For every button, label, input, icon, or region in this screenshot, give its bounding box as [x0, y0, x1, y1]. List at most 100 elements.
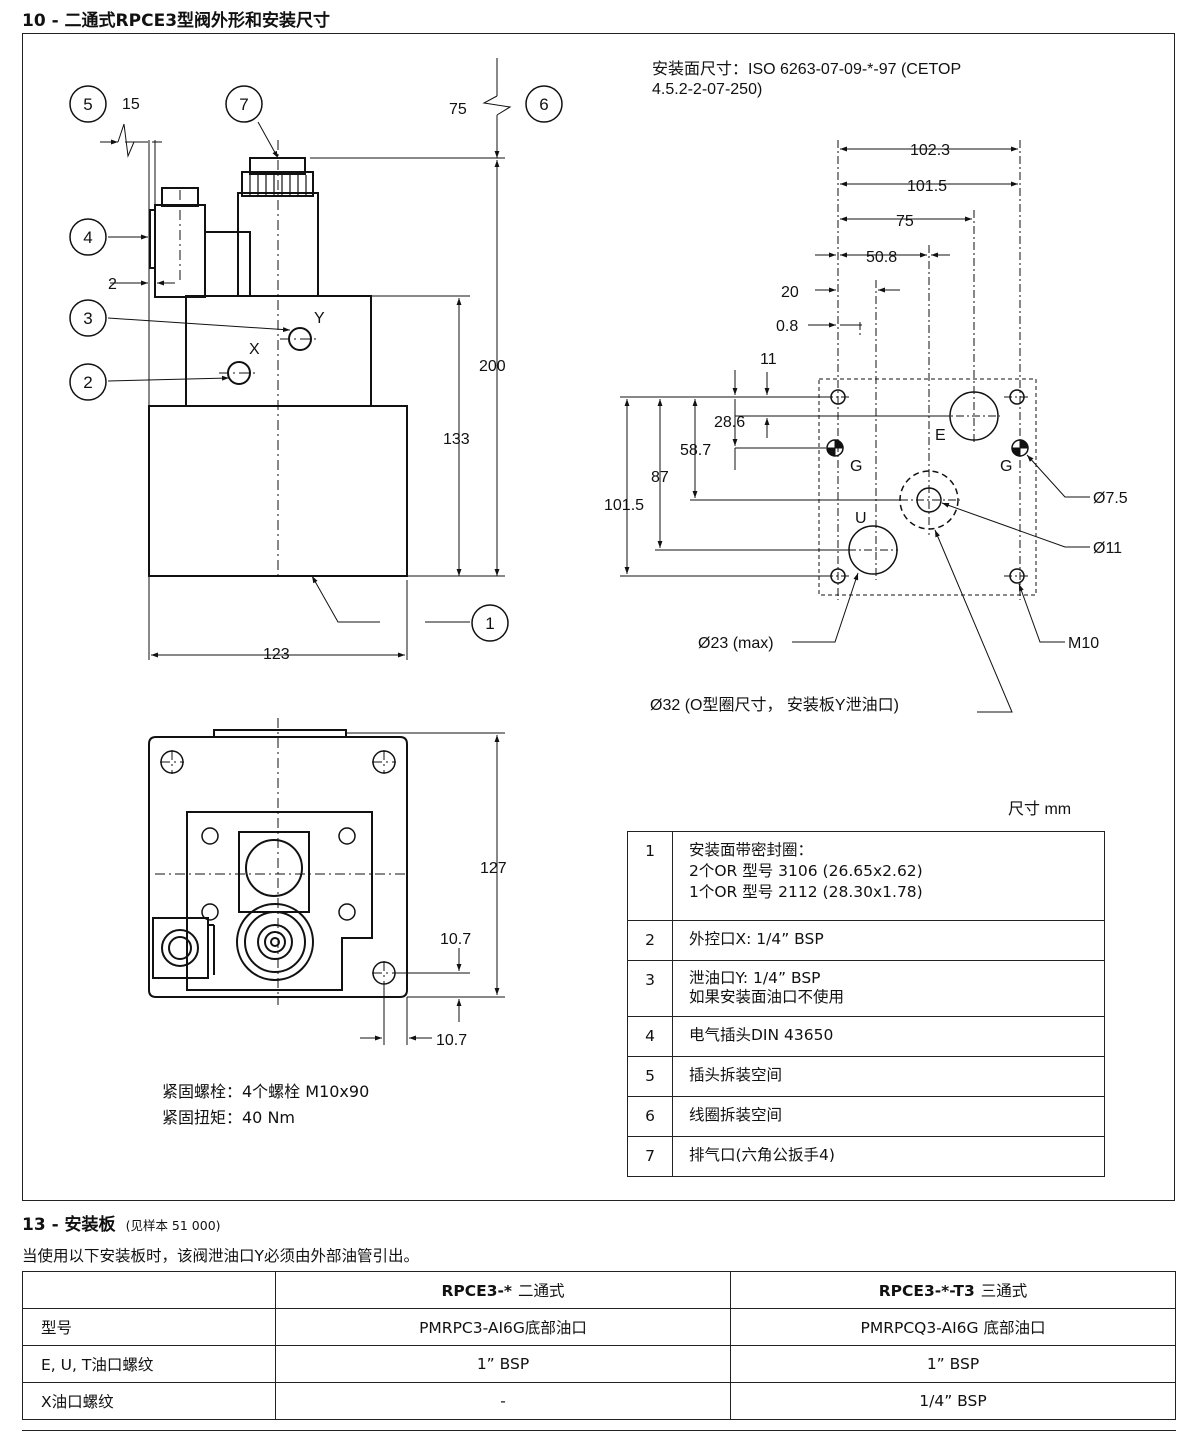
- side-view: [69, 58, 563, 660]
- dim-200: 200: [479, 358, 506, 375]
- callout-4-label: 4: [83, 228, 92, 247]
- table-row: X油口螺纹 - 1/4” BSP: [22, 1382, 1176, 1420]
- callout-5-label: 5: [83, 95, 92, 114]
- legend-row: 5 插头拆装空间: [627, 1056, 1105, 1097]
- row-label: E, U, T油口螺纹: [22, 1345, 276, 1383]
- dimension-drawings: 5 7 6 4 3 2 1 15 75 2 200 133 123 X Y: [69, 58, 1128, 1049]
- table-cell: PMRPCQ3-AI6G 底部油口: [730, 1308, 1176, 1346]
- table-header-row: RPCE3-* 二通式 RPCE3-*-T3 三通式: [22, 1271, 1176, 1309]
- dim-dia-7-5: Ø7.5: [1093, 490, 1128, 507]
- surface-spec-line1: 安装面尺寸：ISO 6263-07-09-*-97 (CETOP: [652, 60, 961, 78]
- bottom-rule: [22, 1430, 1176, 1431]
- label-port-e: E: [935, 427, 946, 444]
- callout-7-label: 7: [239, 95, 248, 114]
- legend-line: 外控口X: 1/4” BSP: [689, 930, 824, 948]
- dim-102-3: 102.3: [910, 142, 950, 159]
- legend-line: 1个OR 型号 2112 (28.30x1.78): [689, 883, 923, 901]
- legend-number: 7: [627, 1136, 673, 1177]
- section-10-title: 10 - 二通式RPCE3型阀外形和安装尺寸: [22, 11, 331, 31]
- column-code: RPCE3-*: [441, 1282, 513, 1300]
- catalog-reference: (见样本 51 000): [125, 1218, 221, 1233]
- dim-15: 15: [122, 96, 140, 113]
- legend-text: 电气插头DIN 43650: [672, 1016, 1105, 1057]
- legend-text: 泄油口Y: 1/4” BSP 如果安装面油口不使用: [672, 960, 1105, 1017]
- dim-dia-32: Ø32 (O型圈尺寸， 安装板Y泄油口): [650, 696, 899, 714]
- row-label: X油口螺纹: [22, 1382, 276, 1420]
- table-cell: 1/4” BSP: [730, 1382, 1176, 1420]
- callout-1-label: 1: [485, 614, 494, 633]
- legend-number: 2: [627, 920, 673, 961]
- port-u: [848, 525, 898, 575]
- legend-text: 安装面带密封圈： 2个OR 型号 3106 (26.65x2.62) 1个OR …: [672, 831, 1105, 921]
- dim-87: 87: [651, 469, 669, 486]
- table-cell: 1” BSP: [275, 1345, 731, 1383]
- drawing-frame: [22, 33, 1175, 1201]
- coil-square: [238, 831, 310, 913]
- callout-6: [525, 85, 563, 123]
- table-row: 型号 PMRPC3-AI6G底部油口 PMRPCQ3-AI6G 底部油口: [22, 1308, 1176, 1346]
- label-port-g-left: G: [850, 458, 862, 475]
- valve-footprint: [148, 736, 408, 998]
- callout-5: [69, 85, 107, 123]
- callout-3-label: 3: [83, 309, 92, 328]
- callout-2: [69, 363, 107, 401]
- dim-75-surface: 75: [896, 213, 914, 230]
- legend-text: 插头拆装空间: [672, 1056, 1105, 1097]
- label-port-y: Y: [314, 310, 325, 327]
- mounting-torque: 紧固扭矩：40 Nm: [162, 1108, 296, 1127]
- legend-number: 6: [627, 1096, 673, 1137]
- legend-row: 2 外控口X: 1/4” BSP: [627, 920, 1105, 961]
- legend-text: 线圈拆装空间: [672, 1096, 1105, 1137]
- legend-number: 5: [627, 1056, 673, 1097]
- column-header-2way: RPCE3-* 二通式: [275, 1271, 731, 1309]
- dim-10-7-vertical: 10.7: [440, 931, 471, 948]
- dim-dia-23: Ø23 (max): [698, 635, 774, 652]
- dim-2: 2: [108, 276, 117, 293]
- label-port-g-right: G: [1000, 458, 1012, 475]
- column-code: RPCE3-*-T3: [878, 1282, 975, 1300]
- cover-footprint: [186, 811, 373, 991]
- mounting-surface: [620, 140, 1090, 713]
- dim-101-5-horizontal: 101.5: [907, 178, 947, 195]
- section-13-title: 13 - 安装板 (见样本 51 000): [22, 1210, 221, 1235]
- section-13-heading: 13 - 安装板: [22, 1215, 116, 1235]
- mounting-bolts: 紧固螺栓：4个螺栓 M10x90: [162, 1082, 370, 1101]
- legend-text: 外控口X: 1/4” BSP: [672, 920, 1105, 961]
- plate-intro: 当使用以下安装板时，该阀泄油口Y必须由外部油管引出。: [22, 1247, 419, 1265]
- callout-7: [225, 85, 263, 123]
- table-cell: 1” BSP: [730, 1345, 1176, 1383]
- dim-58-7: 58.7: [680, 442, 711, 459]
- surface-outline: [818, 378, 1037, 596]
- legend-number: 1: [627, 831, 673, 921]
- legend-row: 4 电气插头DIN 43650: [627, 1016, 1105, 1057]
- dim-0-8: 0.8: [776, 318, 798, 335]
- dim-11: 11: [760, 351, 777, 368]
- valve-body: [148, 405, 408, 577]
- callout-1: [471, 604, 509, 642]
- mounting-note: 紧固螺栓：4个螺栓 M10x90 紧固扭矩：40 Nm: [162, 1079, 369, 1131]
- dim-133: 133: [443, 431, 470, 448]
- table-cell: -: [275, 1382, 731, 1420]
- legend-number: 4: [627, 1016, 673, 1057]
- legend-line: 插头拆装空间: [689, 1066, 783, 1084]
- legend-row: 6 线圈拆装空间: [627, 1096, 1105, 1137]
- subplate-table: RPCE3-* 二通式 RPCE3-*-T3 三通式 型号 PMRPC3-AI6G底…: [22, 1271, 1176, 1420]
- column-header-3way: RPCE3-*-T3 三通式: [730, 1271, 1176, 1309]
- column-desc: 三通式: [980, 1282, 1028, 1300]
- dim-m10: M10: [1068, 635, 1099, 652]
- dim-123: 123: [263, 646, 290, 663]
- dim-28-6: 28.6: [714, 414, 745, 431]
- dim-20: 20: [781, 284, 799, 301]
- legend-table: 1 安装面带密封圈： 2个OR 型号 3106 (26.65x2.62) 1个O…: [627, 831, 1105, 1177]
- label-port-u: U: [855, 510, 867, 527]
- table-corner: [22, 1271, 276, 1309]
- legend-line: 泄油口Y: 1/4” BSP: [689, 969, 821, 987]
- legend-number: 3: [627, 960, 673, 1017]
- legend-line: 排气口(六角公扳手4): [689, 1146, 835, 1164]
- label-port-x: X: [249, 341, 260, 358]
- dim-101-5-vertical: 101.5: [604, 497, 644, 514]
- dim-50-8: 50.8: [866, 249, 897, 266]
- legend-line: 安装面带密封圈：: [689, 841, 814, 859]
- column-desc: 二通式: [518, 1282, 565, 1300]
- surface-spec-line2: 4.5.2-2-07-250): [652, 81, 762, 98]
